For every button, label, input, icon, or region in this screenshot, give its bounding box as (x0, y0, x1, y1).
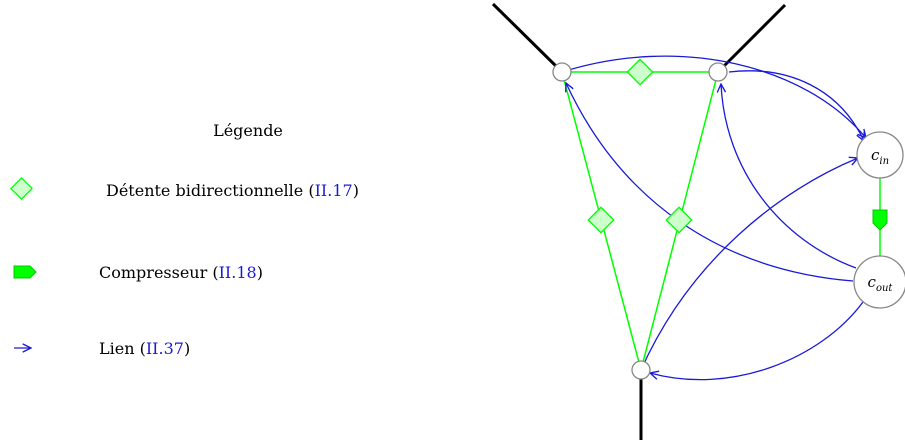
link-cout-to-n2 (721, 84, 857, 269)
legend-item-lien-label: Lien (99, 339, 135, 358)
pipe-stub-top-right (716, 3, 787, 74)
junction-node-bottom[interactable] (631, 360, 651, 380)
diagram: cin cout (491, 2, 905, 440)
detente-left[interactable] (587, 206, 615, 234)
legend-item-compresseur-ref[interactable]: II.18 (219, 263, 257, 282)
link-n2-to-cin (728, 70, 864, 141)
legend-item-detente: Détente bidirectionnelle (II.17) (106, 181, 359, 200)
junction-node-top-left[interactable] (552, 62, 572, 82)
legend-item-lien: Lien (II.37) (99, 339, 190, 358)
legend-compressor-icon (13, 265, 37, 279)
compressor[interactable] (872, 209, 888, 231)
link-n3-to-cin (640, 158, 858, 371)
node-cin-label: cin (871, 146, 889, 167)
detente-top[interactable] (626, 58, 654, 86)
detente-right[interactable] (665, 206, 693, 234)
legend-item-detente-ref[interactable]: II.17 (315, 181, 353, 200)
node-cout[interactable] (853, 255, 905, 309)
node-cout-label: cout (868, 273, 894, 294)
pipe-stub-top-left (491, 2, 564, 74)
link-cout-to-n3 (650, 301, 864, 381)
legend-item-lien-ref[interactable]: II.37 (146, 339, 184, 358)
legend: Légende Détente bidirectionnelle (II.17)… (10, 121, 359, 358)
junction-node-top-right[interactable] (708, 62, 728, 82)
legend-item-compresseur-label: Compresseur (99, 263, 208, 282)
legend-item-compresseur: Compresseur (II.18) (99, 263, 263, 282)
node-cin[interactable] (856, 131, 904, 179)
legend-title: Légende (213, 121, 283, 140)
legend-diamond-icon (10, 177, 33, 200)
link-n1-to-cin (561, 55, 866, 138)
legend-item-detente-label: Détente bidirectionnelle (106, 181, 303, 200)
